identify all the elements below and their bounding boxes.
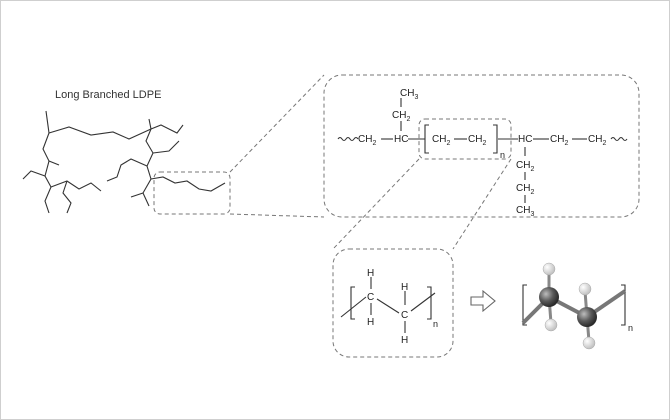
monomer-c-2: C xyxy=(401,310,408,321)
chain-branch-ch3-top: CH3 xyxy=(400,88,418,101)
polymer-branch-f xyxy=(48,160,60,166)
chain-formula: CH2 HC CH2 CH3 CH2 CH2 n HC CH2 CH2 CH2 … xyxy=(337,88,628,218)
monomer-bracket-right xyxy=(427,286,432,320)
monomer-n: n xyxy=(433,319,438,329)
hydrogen-atom-4 xyxy=(582,336,596,350)
chain-right-ch2-b: CH2 xyxy=(588,134,606,147)
monomer-h-bottom-1: H xyxy=(367,317,374,328)
polymer-branch-h xyxy=(62,180,72,214)
monomer-bond-right xyxy=(410,292,436,312)
carbon-atom-1 xyxy=(539,287,559,307)
polymer-branch-i xyxy=(152,140,180,154)
polymer-branch-c xyxy=(148,118,184,134)
repeat-bracket-right xyxy=(493,124,498,154)
monomer-bond-left xyxy=(340,296,367,318)
monomer-box xyxy=(332,248,454,358)
model-bracket-right xyxy=(621,284,626,326)
chain-hc-left: HC xyxy=(394,134,408,145)
chain-right-ch2-a: CH2 xyxy=(550,134,568,147)
carbon-atom-2 xyxy=(577,307,597,327)
monomer-bracket-left xyxy=(350,286,355,320)
repeat-ch2-a: CH2 xyxy=(432,134,450,147)
polymer-backbone-top xyxy=(42,110,52,214)
monomer-h-top-2: H xyxy=(401,282,408,293)
polymer-branch-e xyxy=(22,170,46,180)
polymer-branch-b xyxy=(142,128,154,207)
repeat-n: n xyxy=(500,150,505,160)
model-n: n xyxy=(628,323,633,333)
selection-box-small xyxy=(153,171,231,215)
chain-zoom-box xyxy=(323,74,640,218)
hydrogen-atom-3 xyxy=(544,318,558,332)
hydrogen-atom-2 xyxy=(578,282,592,296)
polymer-branch-j xyxy=(150,176,226,192)
chain-branch-ch2-top: CH2 xyxy=(392,110,410,123)
hydrogen-atom-1 xyxy=(542,262,556,276)
monomer-connector-left xyxy=(332,158,420,250)
monomer-h-top-1: H xyxy=(367,268,374,279)
chain-branch-ch2-1: CH2 xyxy=(516,160,534,173)
chain-left-ch2: CH2 xyxy=(358,134,376,147)
repeat-bracket-left xyxy=(424,124,429,154)
chain-branch-ch3: CH3 xyxy=(516,205,534,218)
monomer-bond-mid xyxy=(376,298,400,314)
chain-wavy-left xyxy=(337,136,359,142)
repeat-ch2-b: CH2 xyxy=(468,134,486,147)
polymer-branch-k xyxy=(130,192,144,198)
chain-branch-ch2-2: CH2 xyxy=(516,183,534,196)
chain-hc-right: HC xyxy=(518,134,532,145)
zoom-connector-top xyxy=(229,74,325,173)
monomer-formula: H C H H C H n xyxy=(340,268,438,346)
transform-arrow-icon xyxy=(470,289,496,313)
monomer-c-1: C xyxy=(367,292,374,303)
zoom-connector-bottom xyxy=(229,213,325,218)
diagram-title: Long Branched LDPE xyxy=(55,89,161,101)
ball-and-stick-model: n xyxy=(521,262,633,350)
chain-wavy-right xyxy=(610,136,628,142)
polymer-branch-a xyxy=(48,126,152,140)
polymer-branch-g xyxy=(50,180,102,192)
monomer-connector-right xyxy=(452,158,512,250)
model-bracket-left xyxy=(522,284,527,326)
branched-polymer-sketch xyxy=(22,110,226,214)
polymer-branch-d xyxy=(106,158,148,182)
monomer-h-bottom-2: H xyxy=(401,335,408,346)
